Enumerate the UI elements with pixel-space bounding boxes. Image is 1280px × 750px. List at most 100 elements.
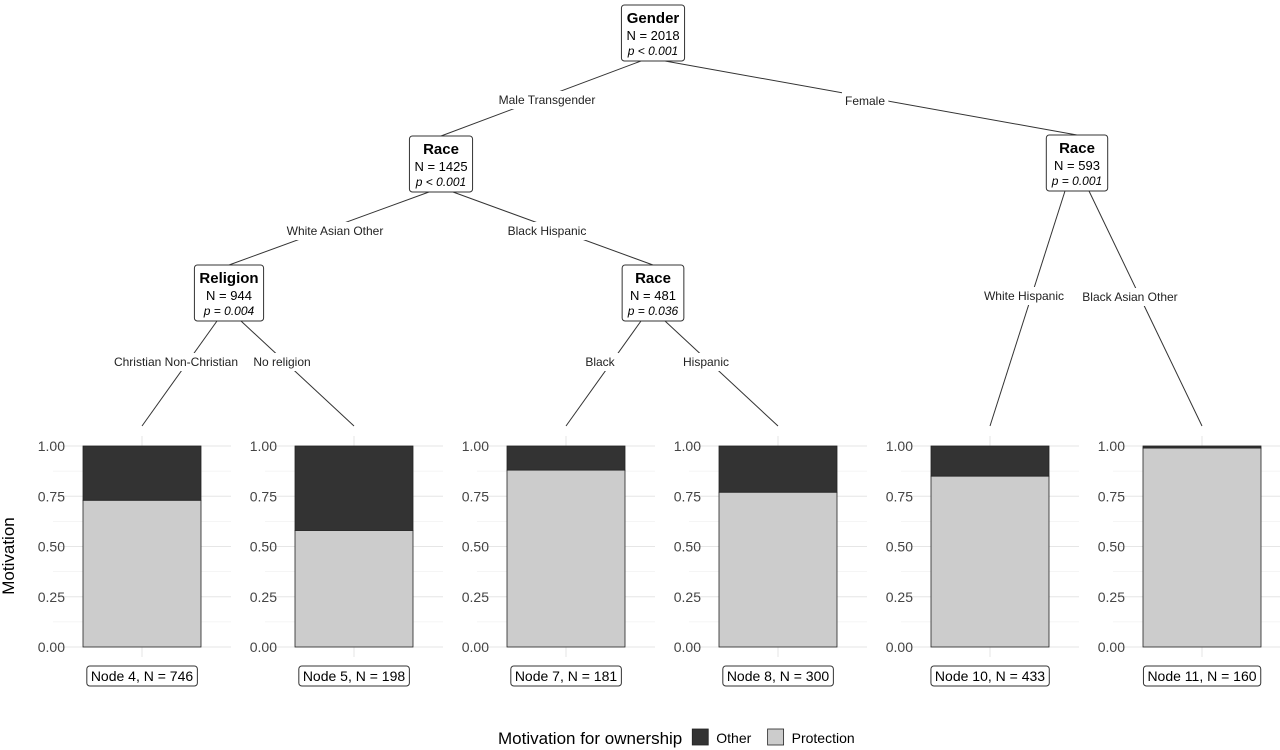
node-p-value: p = 0.004 — [203, 304, 255, 318]
leaf-label: Node 10, N = 433 — [935, 668, 1045, 684]
edge-label-background — [504, 222, 590, 240]
edge-label-background — [841, 92, 889, 110]
edge-label: Male Transgender — [499, 93, 596, 107]
y-tick-label: 0.00 — [250, 639, 277, 655]
y-tick-label: 0.75 — [250, 488, 277, 504]
edge-label: Black Hispanic — [508, 224, 587, 238]
bar-other — [718, 445, 838, 493]
y-tick-label: 0.00 — [674, 639, 701, 655]
edge-label: Christian Non-Christian — [114, 355, 238, 369]
edge-label-background — [980, 287, 1068, 305]
edge-label: White Hispanic — [984, 289, 1064, 303]
leaf-label-group: Node 8, N = 300 — [722, 665, 834, 687]
bar-protection — [294, 530, 414, 648]
y-tick-label: 0.25 — [38, 589, 65, 605]
edge-label-group: Male Transgender — [495, 91, 599, 109]
y-tick-label: 0.00 — [462, 639, 489, 655]
y-tick-label: 0.25 — [674, 589, 701, 605]
edge-label-group: No religion — [250, 353, 314, 371]
node-variable: Religion — [199, 270, 258, 287]
bar-protection — [1142, 447, 1262, 648]
y-tick-label: 1.00 — [1098, 438, 1125, 454]
y-tick-label: 0.50 — [1098, 539, 1125, 555]
y-tick-label: 0.50 — [674, 539, 701, 555]
y-tick-label: 1.00 — [674, 438, 701, 454]
y-tick-label: 1.00 — [462, 438, 489, 454]
leaf-label: Node 5, N = 198 — [303, 668, 406, 684]
y-tick-label: 1.00 — [250, 438, 277, 454]
node-n: N = 2018 — [626, 28, 679, 43]
bar-protection — [718, 491, 838, 648]
legend-label-other: Other — [716, 730, 751, 746]
node-n: N = 481 — [630, 288, 676, 303]
node-box — [1045, 134, 1109, 192]
leaf-label-box — [722, 665, 834, 687]
node-n: N = 944 — [206, 288, 252, 303]
edge-label-background — [283, 222, 387, 240]
y-tick-label: 0.00 — [886, 639, 913, 655]
edge-label-background — [679, 353, 733, 371]
bar-other — [82, 445, 202, 501]
edge-label-group: Black Asian Other — [1079, 288, 1181, 306]
y-tick-label: 1.00 — [886, 438, 913, 454]
tree-edge — [664, 320, 779, 427]
leaf-label-group: Node 5, N = 198 — [298, 665, 410, 687]
node-p-value: p < 0.001 — [627, 44, 678, 58]
leaf-label: Node 8, N = 300 — [727, 668, 830, 684]
leaf-label-group: Node 11, N = 160 — [1142, 665, 1262, 687]
tree-edge — [141, 320, 218, 427]
node-p-value: p < 0.001 — [415, 175, 466, 189]
tree-edge — [565, 320, 642, 427]
bar-other — [506, 445, 626, 471]
legend-swatch-other — [691, 728, 709, 746]
y-tick-label: 0.25 — [462, 589, 489, 605]
bar-protection — [82, 499, 202, 648]
edge-label: Hispanic — [683, 355, 729, 369]
y-tick-label: 0.00 — [38, 639, 65, 655]
node-n: N = 593 — [1054, 158, 1100, 173]
bar-other — [1142, 445, 1262, 449]
tree-edge — [1088, 190, 1203, 427]
y-tick-label: 1.00 — [38, 438, 65, 454]
edge-label-background — [1079, 288, 1181, 306]
edge-label-group: Black Hispanic — [504, 222, 590, 240]
node-box — [193, 264, 265, 322]
edge-label: Black Asian Other — [1082, 290, 1177, 304]
edge-label-group: Christian Non-Christian — [110, 353, 242, 371]
node-variable: Gender — [627, 10, 680, 27]
y-axis-label: Motivation — [0, 517, 18, 594]
edge-label-group: Female — [841, 92, 889, 110]
y-tick-label: 0.00 — [1098, 639, 1125, 655]
bar-other — [930, 445, 1050, 477]
edge-label-background — [582, 353, 619, 371]
edge-label-group: White Asian Other — [283, 222, 387, 240]
leaf-label-box — [1142, 665, 1262, 687]
y-tick-label: 0.25 — [1098, 589, 1125, 605]
node-variable: Race — [635, 270, 671, 287]
edge-label-background — [110, 353, 242, 371]
edge-label: White Asian Other — [287, 224, 384, 238]
tree-edge — [240, 320, 355, 427]
bar-protection — [930, 475, 1050, 648]
edge-label: No religion — [253, 355, 310, 369]
leaf-label: Node 7, N = 181 — [515, 668, 618, 684]
node-box — [621, 264, 685, 322]
legend-swatch-protection — [767, 728, 785, 746]
node-variable: Race — [423, 141, 459, 158]
edge-label-background — [250, 353, 314, 371]
y-tick-label: 0.50 — [38, 539, 65, 555]
node-box — [408, 135, 474, 193]
bar-protection — [506, 469, 626, 648]
tree-edge — [989, 190, 1066, 427]
edge-label: Female — [845, 94, 885, 108]
